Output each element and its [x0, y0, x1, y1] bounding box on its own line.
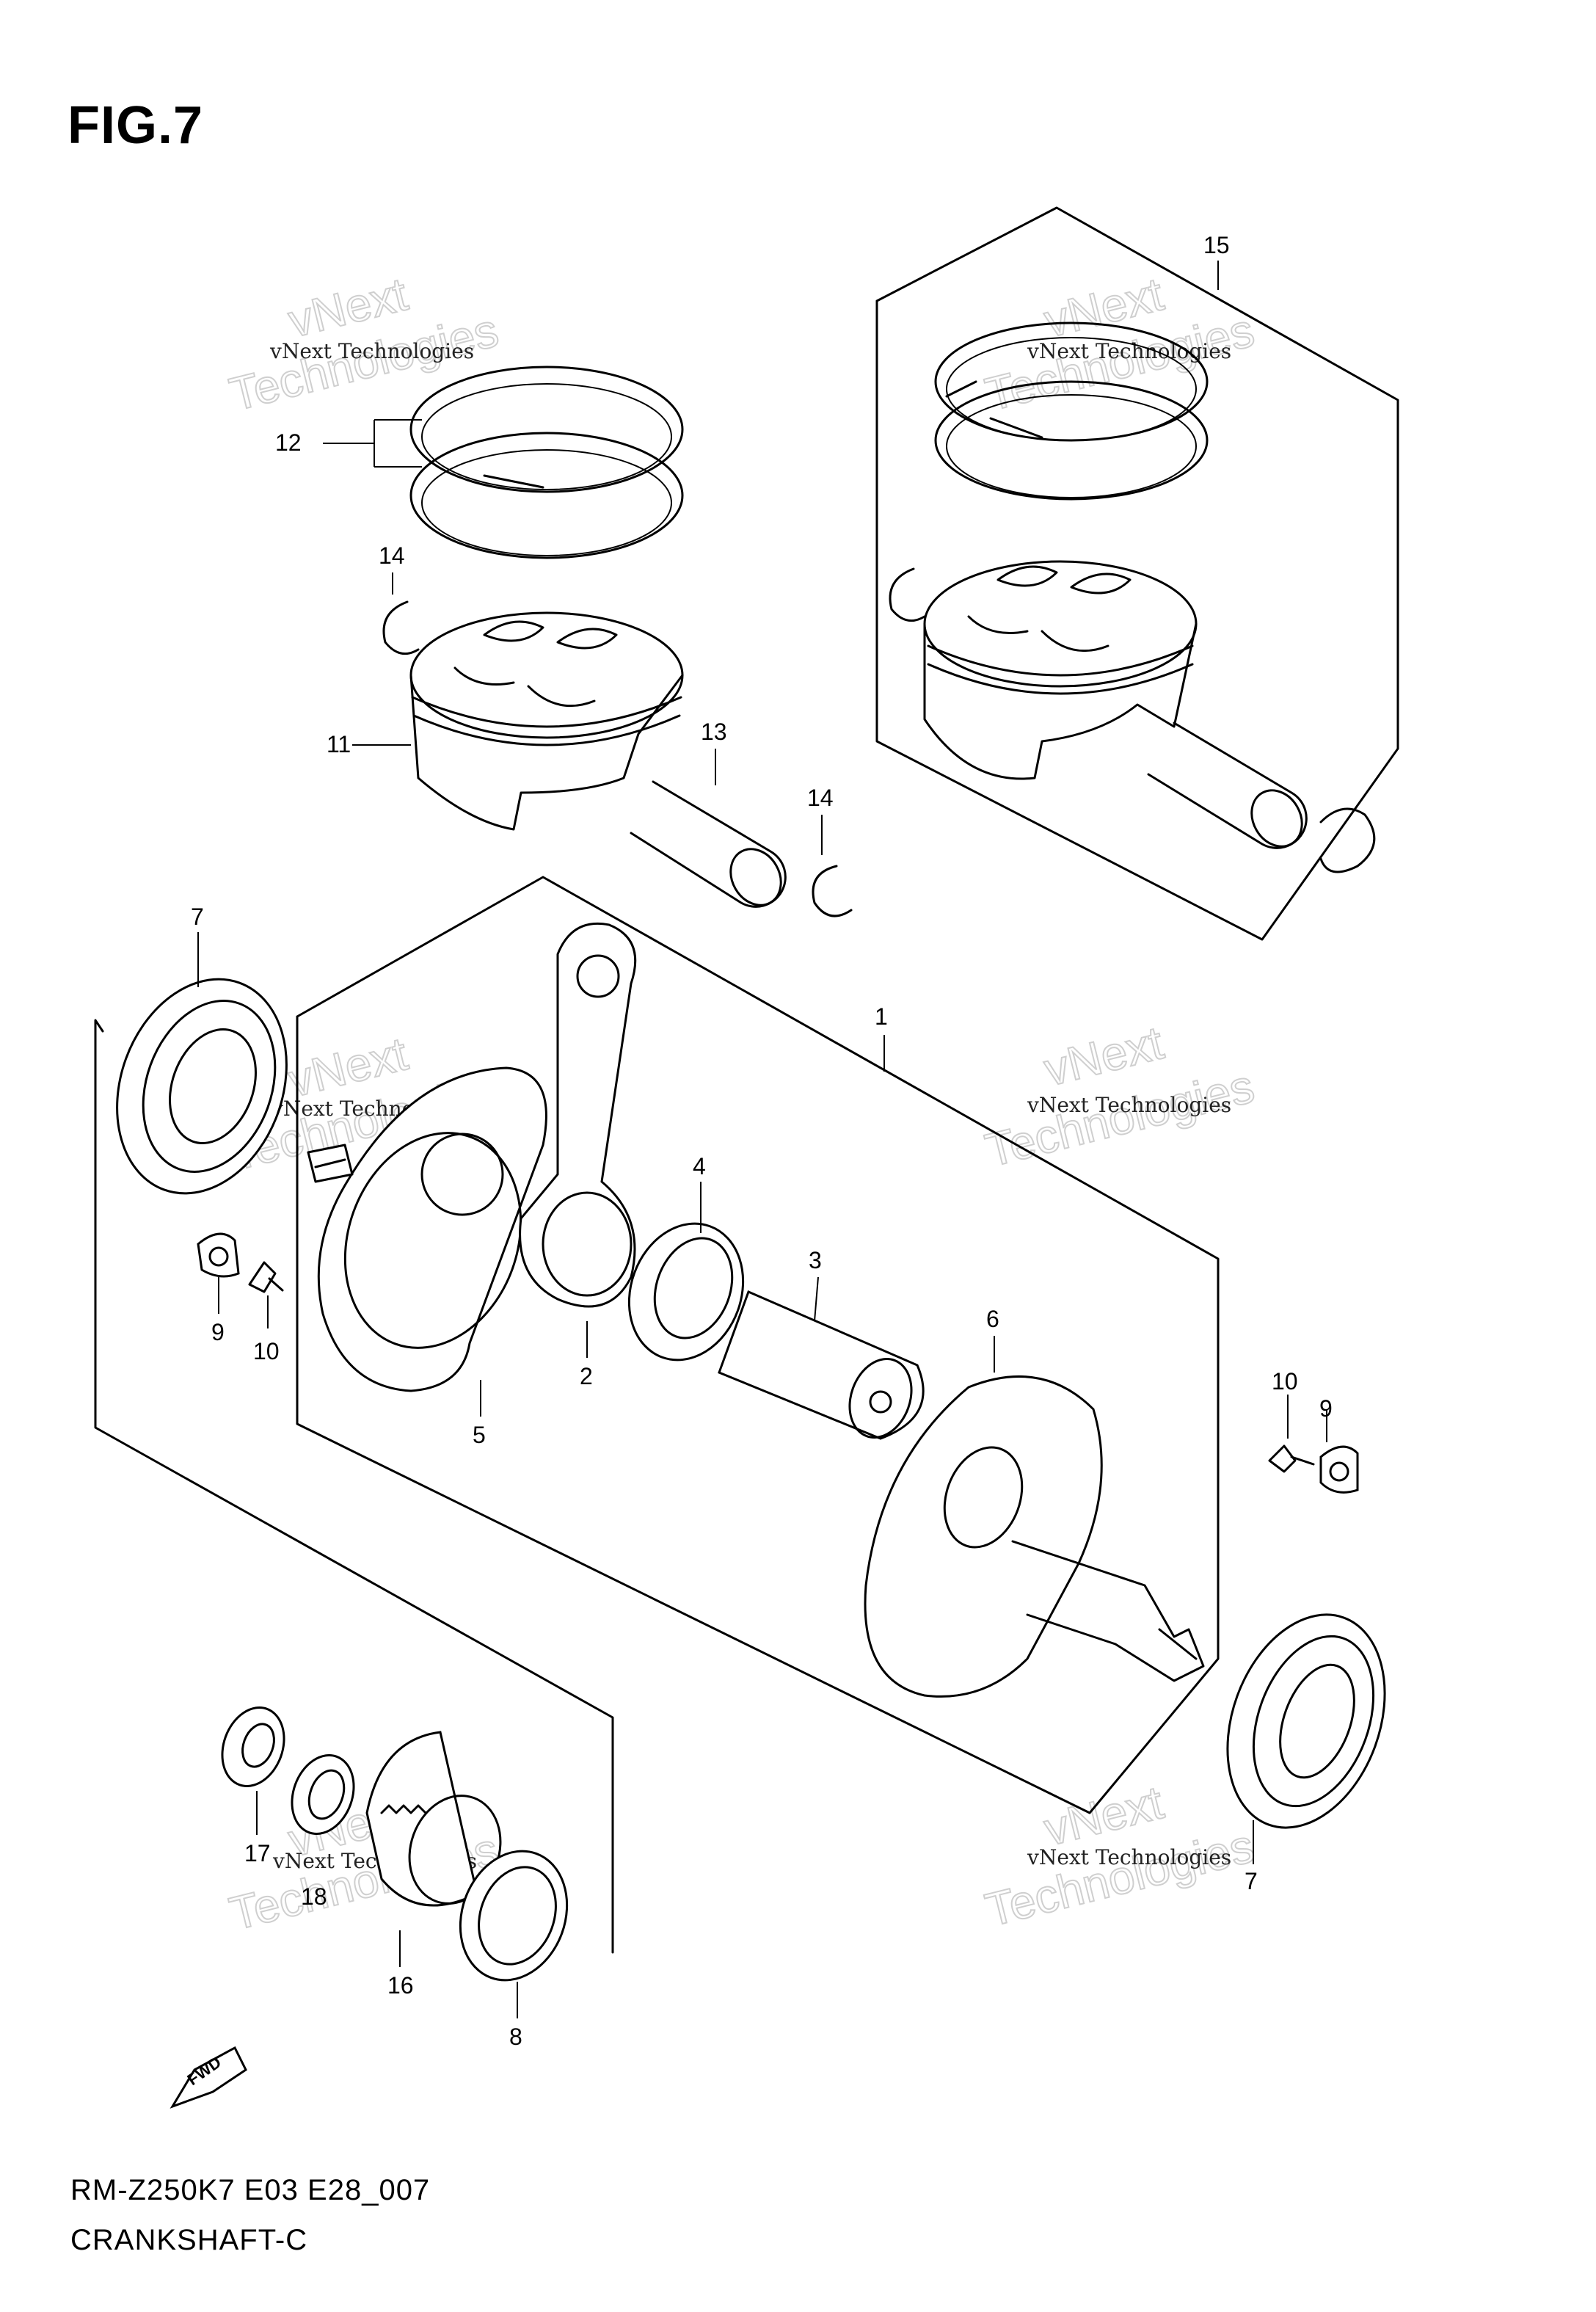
right-main-bearing	[1226, 1613, 1386, 1829]
piston-rings	[409, 366, 684, 559]
kit-circlip-right	[1319, 807, 1376, 873]
callout-10-left: 10	[253, 1338, 280, 1364]
piston-pin	[630, 780, 787, 908]
piston-kit-frame	[875, 206, 1399, 941]
callout-8: 8	[509, 2024, 522, 2050]
figure-title: FIG.7	[68, 96, 204, 155]
callout-12: 12	[275, 429, 302, 456]
crankshaft-nut	[221, 1706, 285, 1787]
oil-seal	[459, 1850, 569, 1982]
watermark-company: vNext Technologies	[269, 339, 474, 363]
model-code: RM-Z250K7 E03 E28_007	[70, 2174, 431, 2206]
watermark-top-right: vNext Technologies vNext Technologies	[980, 266, 1260, 421]
crankshaft-timing-gear	[365, 1731, 502, 1907]
crank-pin	[718, 1290, 925, 1440]
left-main-bearing	[116, 978, 288, 1195]
callout-11: 11	[327, 731, 351, 757]
outer-crankcase-frame	[94, 1019, 614, 1954]
callout-4: 4	[693, 1153, 706, 1179]
right-retainer-plate	[1319, 1445, 1359, 1494]
callout-9-right: 9	[1319, 1395, 1333, 1422]
washer	[291, 1754, 355, 1835]
callout-6: 6	[986, 1306, 999, 1332]
watermark-company: vNext Technologies	[1027, 1093, 1231, 1117]
callout-7-left: 7	[191, 904, 204, 930]
circlip-lower	[812, 865, 853, 917]
kit-piston	[923, 560, 1198, 780]
callout-14-upper: 14	[379, 542, 405, 569]
kit-piston-pin	[1147, 721, 1308, 849]
left-screw	[248, 1261, 284, 1293]
callout-5: 5	[473, 1422, 486, 1448]
kit-circlip-left	[889, 567, 926, 622]
callout-15: 15	[1203, 232, 1230, 258]
section-title: CRANKSHAFT-C	[70, 2224, 308, 2256]
watermark-company: vNext Technologies	[1027, 1845, 1231, 1869]
callout-18: 18	[301, 1883, 327, 1910]
callout-3: 3	[809, 1247, 822, 1273]
forward-direction-arrow: FWD	[170, 2046, 247, 2109]
left-retainer-plate	[197, 1232, 240, 1278]
right-crank-web	[864, 1375, 1205, 1698]
callout-16: 16	[387, 1972, 414, 1999]
callout-1: 1	[875, 1003, 888, 1030]
connecting-rod	[519, 922, 637, 1308]
callout-10-right: 10	[1272, 1368, 1298, 1395]
watermark-bottom-right: vNext Technologies vNext Technologies	[980, 1775, 1260, 1937]
left-crank-web	[307, 1066, 547, 1392]
crankshaft-assembly-frame	[296, 876, 1220, 1814]
right-screw	[1268, 1444, 1315, 1473]
piston	[409, 611, 684, 831]
crankpin-needle-bearing	[627, 1222, 745, 1362]
circlip-upper	[382, 600, 420, 655]
callout-leaders	[197, 261, 1327, 2018]
callout-7-right: 7	[1245, 1868, 1258, 1894]
kit-piston-rings	[934, 321, 1209, 501]
callout-13: 13	[701, 719, 727, 745]
callout-9-left: 9	[211, 1319, 225, 1345]
callout-2: 2	[580, 1363, 593, 1389]
callout-17: 17	[244, 1840, 271, 1866]
callout-14-lower: 14	[807, 785, 834, 811]
watermark-mid-right: vNext Technologies vNext Technologies	[980, 1015, 1260, 1177]
